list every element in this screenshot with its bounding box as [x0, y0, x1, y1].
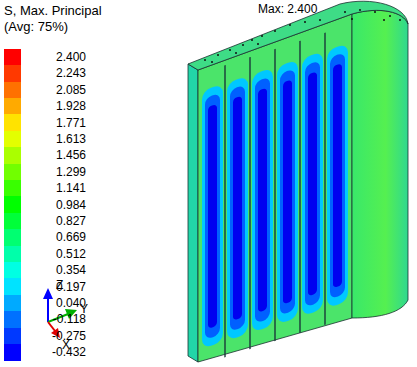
plot-title: S, Max. Principal [4, 4, 102, 18]
legend-value: 0.354 [26, 263, 86, 277]
slab-top-face [188, 1, 408, 70]
legend-swatch [4, 213, 21, 230]
averaging-note: (Avg: 75%) [4, 20, 68, 34]
legend-value: 0.512 [26, 247, 86, 261]
legend-value: 1.299 [26, 165, 86, 179]
legend-swatch [4, 147, 21, 164]
slab-front-face [198, 14, 352, 362]
legend-value: 0.197 [26, 280, 86, 294]
legend-swatch [4, 82, 21, 99]
legend-value: 0.040 [26, 296, 86, 310]
cell-column [277, 60, 298, 325]
legend-value: 0.669 [26, 230, 86, 244]
legend-swatch [4, 65, 21, 82]
slab-edge [188, 64, 198, 362]
z-axis-arrow [47, 298, 49, 322]
legend-value: -0.275 [26, 329, 86, 343]
legend-swatch [4, 246, 21, 263]
legend-value: 1.456 [26, 148, 86, 162]
cell-columns [202, 25, 348, 364]
cell-column [302, 51, 323, 316]
cell-column [227, 76, 248, 341]
legend-swatch [4, 344, 21, 361]
mesh-dots [204, 9, 401, 63]
legend-value: 0.827 [26, 214, 86, 228]
legend-value: 1.613 [26, 132, 86, 146]
legend-value: 2.243 [26, 66, 86, 80]
legend-swatch [4, 164, 21, 181]
max-value-label: Max: 2.400 [258, 2, 317, 16]
legend-swatch [4, 49, 21, 66]
legend-swatch [4, 311, 21, 328]
legend-value: 2.400 [26, 50, 86, 64]
rib-lines [225, 33, 325, 357]
legend-value: 1.771 [26, 116, 86, 130]
legend-swatch [4, 278, 21, 295]
legend-swatch [4, 328, 21, 345]
legend-swatch [4, 98, 21, 115]
legend-swatch [4, 114, 21, 131]
z-axis-head [43, 288, 53, 299]
legend-swatch [4, 131, 21, 148]
legend-value: 1.928 [26, 99, 86, 113]
cell-column [252, 68, 273, 333]
legend-value: 2.085 [26, 83, 86, 97]
legend-value: -0.432 [26, 345, 86, 359]
legend-swatch [4, 180, 21, 197]
legend-value: 1.141 [26, 181, 86, 195]
cell-column [327, 43, 348, 308]
legend-swatch [4, 229, 21, 246]
legend-value: -0.118 [26, 312, 86, 326]
cell-column [202, 84, 223, 349]
legend-value: 0.984 [26, 198, 86, 212]
slab-rounded-end [352, 10, 408, 318]
legend-swatch [4, 262, 21, 279]
legend-swatch [4, 295, 21, 312]
legend-swatch [4, 196, 21, 213]
